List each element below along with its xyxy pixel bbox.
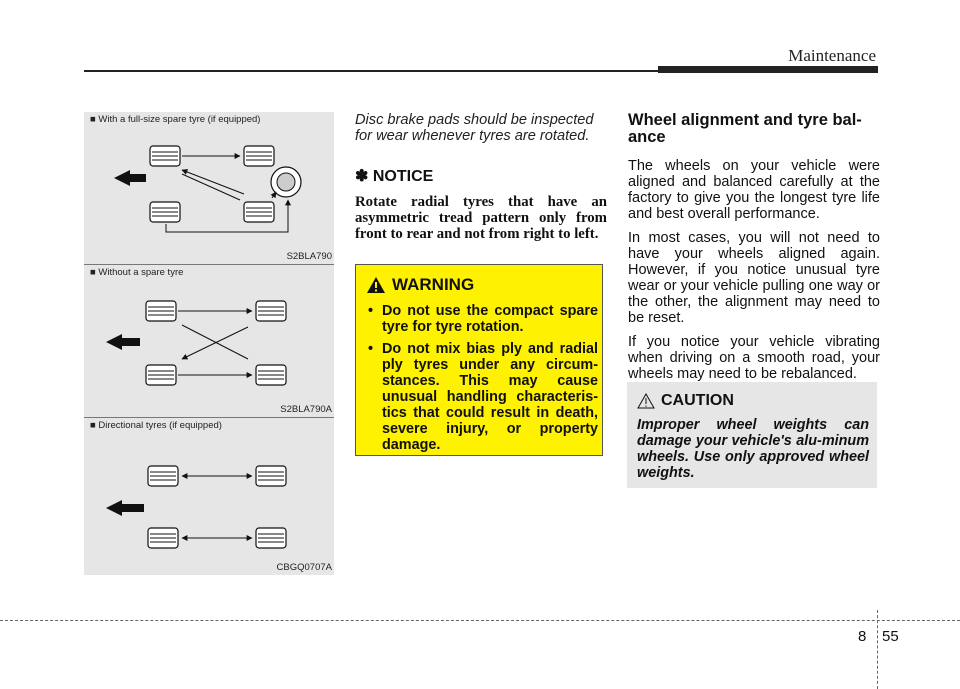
tyre-icon (255, 300, 287, 322)
tyre-icon (243, 201, 275, 223)
diagram-full-size-spare: ■ With a full-size spare tyre (if equipp… (84, 112, 334, 264)
brake-pad-intro: Disc brake pads should be inspected for … (355, 112, 594, 144)
caution-box: CAUTION Improper wheel weights can damag… (627, 382, 877, 488)
header-rule (84, 70, 878, 72)
warning-triangle-icon (367, 277, 385, 293)
warning-box: WARNING •Do not use the compact spare ty… (355, 264, 603, 456)
notice-body: Rotate radial tyres that have an asymmet… (355, 194, 607, 242)
direction-arrow-icon (114, 170, 146, 186)
tyre-icon (255, 527, 287, 549)
tyre-icon (149, 201, 181, 223)
caution-triangle-icon (637, 393, 655, 409)
diagram-caption: ■ Without a spare tyre (90, 267, 184, 278)
diagram-code: CBGQ0707A (276, 562, 332, 573)
header-bar (658, 66, 878, 73)
page-number: 55 (882, 628, 899, 645)
tyre-icon (255, 465, 287, 487)
diagram-caption: ■ Directional tyres (if equipped) (90, 420, 222, 431)
right-column: Wheel alignment and tyre bal-ance The wh… (628, 112, 880, 390)
warning-title: WARNING (392, 275, 475, 294)
chapter-number: 8 (858, 628, 867, 645)
caution-body: Improper wheel weights can damage your v… (637, 417, 869, 481)
warning-list: •Do not use the compact spare tyre for t… (368, 303, 598, 459)
paragraph: If you notice your vehicle vibrating whe… (628, 334, 880, 382)
diagram-code: S2BLA790 (286, 251, 332, 262)
diagram-directional: ■ Directional tyres (if equipped) CBGQ07… (84, 417, 334, 575)
warning-header: WARNING (366, 275, 474, 295)
warning-item: •Do not use the compact spare tyre for t… (368, 303, 598, 335)
caution-header: CAUTION (637, 392, 734, 410)
tyre-icon (147, 465, 179, 487)
paragraph: The wheels on your vehicle were aligned … (628, 158, 880, 222)
spare-tyre-icon (270, 166, 302, 198)
rotation-diagram-full-size-spare (114, 145, 302, 233)
tyre-icon (243, 145, 275, 167)
notice-title: ✽ NOTICE (355, 168, 434, 185)
diagram-without-spare: ■ Without a spare tyre S2BLA790A (84, 264, 334, 417)
middle-column: Disc brake pads should be inspected for … (355, 112, 607, 242)
paragraph: In most cases, you will not need to have… (628, 230, 880, 326)
footer-vertical-divider (877, 610, 878, 689)
warning-item: •Do not mix bias ply and radial ply tyre… (368, 341, 598, 453)
tyre-icon (147, 527, 179, 549)
direction-arrow-icon (106, 500, 144, 516)
header-title: Maintenance (788, 46, 876, 65)
diagram-code: S2BLA790A (280, 404, 332, 415)
tyre-icon (145, 300, 177, 322)
tyre-icon (255, 364, 287, 386)
tyre-icon (149, 145, 181, 167)
rotation-diagram-without-spare (106, 300, 287, 386)
direction-arrow-icon (106, 334, 140, 350)
rotation-diagram-directional (106, 465, 287, 549)
section-title: Wheel alignment and tyre bal-ance (628, 111, 862, 146)
footer-divider (0, 620, 960, 621)
caution-title: CAUTION (661, 392, 734, 409)
tyre-icon (145, 364, 177, 386)
rotation-diagrams: ■ With a full-size spare tyre (if equipp… (84, 112, 334, 575)
diagram-caption: ■ With a full-size spare tyre (if equipp… (90, 114, 261, 125)
